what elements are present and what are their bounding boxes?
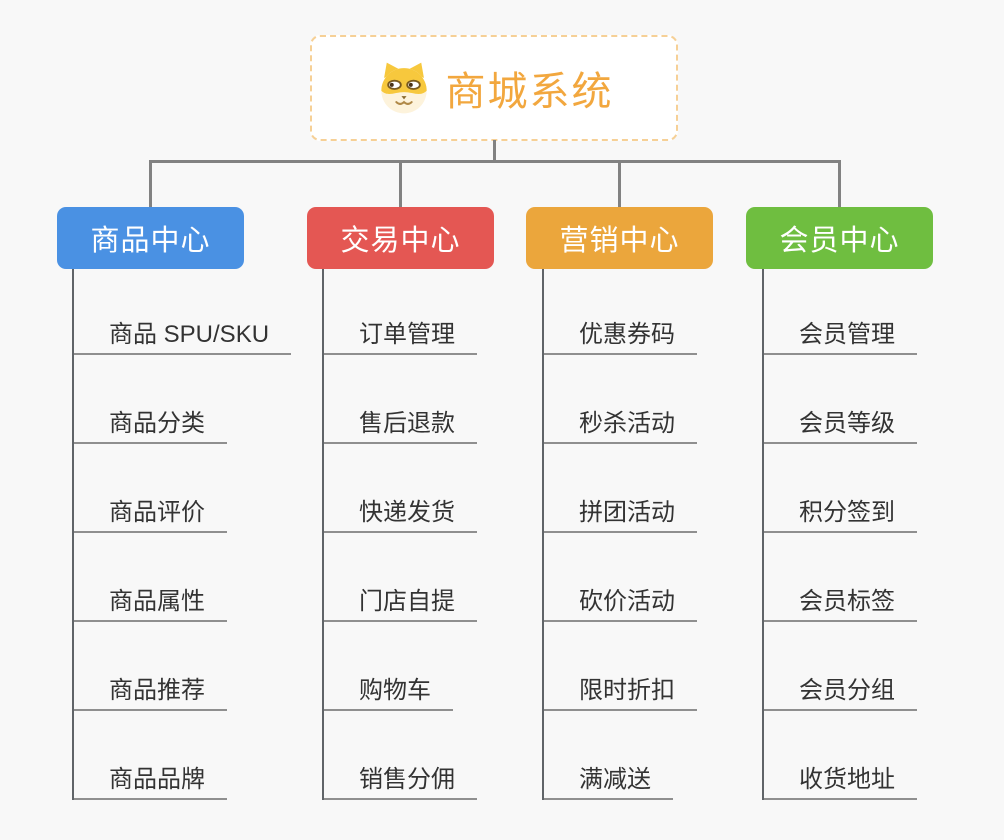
root-topic-node[interactable]: 商城系统 bbox=[310, 35, 678, 141]
root-topic-title: 商城系统 bbox=[445, 70, 614, 114]
subtopic-node[interactable]: 订单管理 bbox=[324, 269, 477, 355]
subtopic-node[interactable]: 商品品牌 bbox=[74, 711, 227, 800]
subtopic-node[interactable]: 积分签到 bbox=[764, 444, 917, 533]
subtopic-node[interactable]: 商品评价 bbox=[74, 444, 227, 533]
doge-icon bbox=[375, 59, 433, 117]
subtopic-node[interactable]: 会员分组 bbox=[764, 622, 917, 711]
branch-node-product[interactable]: 商品中心 bbox=[57, 207, 244, 269]
branch-node-marketing[interactable]: 营销中心 bbox=[526, 207, 713, 269]
subtopic-node[interactable]: 会员标签 bbox=[764, 533, 917, 622]
subtopic-node[interactable]: 售后退款 bbox=[324, 355, 477, 444]
subtopic-node[interactable]: 限时折扣 bbox=[544, 622, 697, 711]
subtopic-node[interactable]: 满减送 bbox=[544, 711, 673, 800]
subtopic-node[interactable]: 秒杀活动 bbox=[544, 355, 697, 444]
connector-drop bbox=[399, 160, 402, 207]
subtopic-node[interactable]: 砍价活动 bbox=[544, 533, 697, 622]
subtopic-node[interactable]: 商品分类 bbox=[74, 355, 227, 444]
subtopic-node[interactable]: 商品属性 bbox=[74, 533, 227, 622]
subtopic-node[interactable]: 购物车 bbox=[324, 622, 453, 711]
branch-items: 会员管理会员等级积分签到会员标签会员分组收货地址 bbox=[762, 269, 917, 800]
subtopic-node[interactable]: 收货地址 bbox=[764, 711, 917, 800]
subtopic-node[interactable]: 会员管理 bbox=[764, 269, 917, 355]
connector-drop bbox=[149, 160, 152, 207]
subtopic-node[interactable]: 销售分佣 bbox=[324, 711, 477, 800]
branch-items: 订单管理售后退款快递发货门店自提购物车销售分佣 bbox=[322, 269, 477, 800]
subtopic-node[interactable]: 门店自提 bbox=[324, 533, 477, 622]
subtopic-node[interactable]: 商品推荐 bbox=[74, 622, 227, 711]
branch-node-member[interactable]: 会员中心 bbox=[746, 207, 933, 269]
branch-node-trade[interactable]: 交易中心 bbox=[307, 207, 494, 269]
subtopic-node[interactable]: 优惠券码 bbox=[544, 269, 697, 355]
branch-items: 优惠券码秒杀活动拼团活动砍价活动限时折扣满减送 bbox=[542, 269, 697, 800]
subtopic-node[interactable]: 会员等级 bbox=[764, 355, 917, 444]
subtopic-node[interactable]: 快递发货 bbox=[324, 444, 477, 533]
connector-drop bbox=[838, 160, 841, 207]
connector-drop bbox=[618, 160, 621, 207]
connector-horizontal-bar bbox=[149, 160, 841, 163]
connector-root-stem bbox=[493, 140, 496, 162]
subtopic-node[interactable]: 拼团活动 bbox=[544, 444, 697, 533]
subtopic-node[interactable]: 商品 SPU/SKU bbox=[74, 269, 292, 355]
